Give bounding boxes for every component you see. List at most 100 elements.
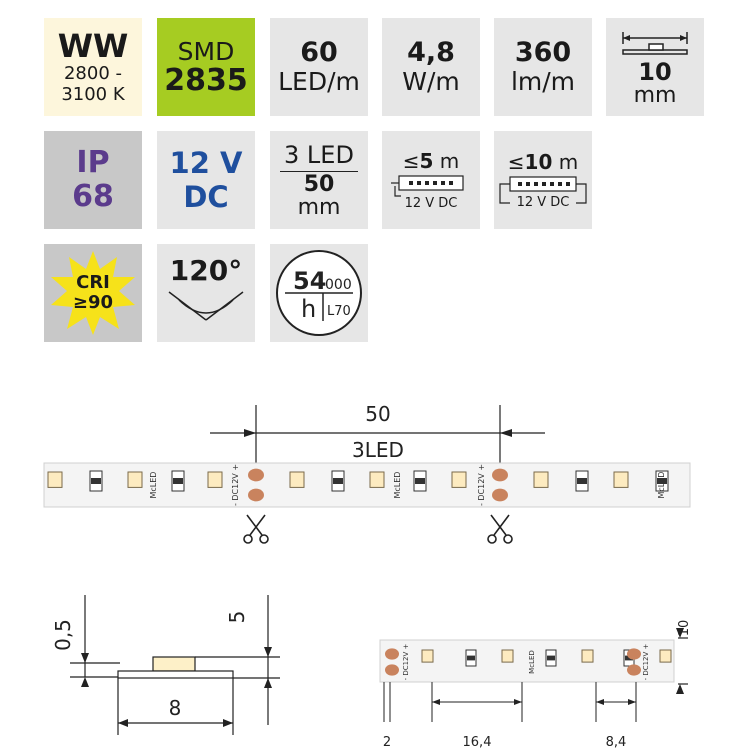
detail-pad-label-right: - DC12V +: [642, 643, 650, 680]
width-unit: mm: [633, 83, 677, 108]
led-density-value: 60: [300, 37, 338, 68]
smd-tile: SMD 2835: [157, 18, 255, 116]
strip-double-feed-icon: [499, 175, 587, 204]
lifetime-tag: L70: [327, 304, 351, 319]
strip-led-1: [127, 471, 143, 488]
strip-led-3: [289, 471, 305, 488]
strip-diagram: 50 3LED - DC12V + - DC12V + McLED McLED McLE…: [43, 402, 691, 544]
led-density-unit: LED/m: [278, 67, 360, 96]
detail-dim-pad: 2: [383, 735, 391, 750]
star-burst-icon: [51, 251, 135, 335]
scissors-icon-right: [487, 514, 513, 544]
power-value: 4,8: [407, 37, 455, 68]
strip-led-6: [533, 471, 549, 488]
strip-led-2: [207, 471, 223, 488]
strip-dim-leds: 3LED: [352, 438, 404, 462]
strip-led-4: [369, 471, 385, 488]
color-temp-tile: WW 2800 - 3100 K: [44, 18, 142, 116]
lumen-tile: 360 lm/m: [494, 18, 592, 116]
strip-led-0: [47, 471, 63, 488]
voltage-unit: DC: [183, 180, 229, 214]
beam-angle-value: 120°: [169, 254, 243, 287]
strip-resistor-0: [89, 470, 103, 492]
strip-chip-label-2: McLED: [657, 472, 666, 499]
width-value: 10: [638, 58, 672, 86]
strip-dim-length: 50: [365, 402, 390, 426]
smd-value: 2835: [164, 63, 248, 98]
cri-tile: CRI ≥90: [44, 244, 142, 342]
cut-leds: 3 LED: [284, 140, 354, 169]
strip-pad-top-0: [248, 468, 264, 482]
run-5m-unit: m: [439, 148, 460, 173]
color-temp-range-2: 3100 K: [61, 84, 125, 105]
cri-label: CRI: [76, 272, 110, 293]
detail-pad-top-1: [627, 648, 641, 660]
strip-resistor-4: [575, 470, 589, 492]
lifetime-value: 54: [293, 267, 326, 295]
power-tile: 4,8 W/m: [382, 18, 480, 116]
detail-chip-label: McLED: [528, 650, 536, 674]
run-10m-unit: m: [558, 149, 579, 174]
detail-led-3: [659, 649, 672, 663]
smd-label: SMD: [177, 37, 235, 66]
strip-pad-top-1: [492, 468, 508, 482]
strip-resistor-3: [413, 470, 427, 492]
color-temp-title: WW: [57, 27, 129, 65]
strip-chip-label-1: McLED: [393, 472, 402, 499]
strip-chip-label-0: McLED: [149, 472, 158, 499]
lifetime-suffix: 000: [325, 277, 352, 293]
lumen-unit: lm/m: [510, 67, 576, 96]
strip-led-5: [451, 471, 467, 488]
strip-resistor-5: [655, 470, 669, 492]
detail-dim-width: 10: [677, 620, 692, 637]
detail-resistor-0: [465, 649, 477, 667]
detail-dim-pitch: 16,4: [463, 735, 492, 750]
detail-dim-segment: 8,4: [606, 735, 627, 750]
profile-dim-width: 8: [169, 696, 182, 720]
cut-unit: mm: [297, 194, 341, 220]
strip-pad-label-left: - DC12V +: [231, 464, 240, 506]
cut-divider: [280, 170, 358, 172]
cut-length-tile: 3 LED 50 mm: [270, 131, 368, 229]
strip-feed-icon: [391, 174, 464, 197]
ip-value: 68: [72, 179, 114, 214]
cri-value: ≥90: [72, 292, 114, 313]
lifetime-badge: 54 000 h L70: [276, 250, 362, 336]
strip-pad-bottom-1: [492, 488, 508, 502]
detail-pad-bottom-0: [385, 664, 399, 676]
detail-resistor-1: [545, 649, 557, 667]
strip-pad-bottom-0: [248, 488, 264, 502]
detail-pad-bottom-1: [627, 664, 641, 676]
voltage-value: 12 V: [169, 146, 243, 180]
run-5m-tile: ≤5 m 12 V DC: [382, 131, 480, 229]
beam-angle-icon: [168, 291, 244, 321]
profile-dim-height-1: 0,5: [51, 619, 75, 651]
scissors-icon-left: [243, 514, 269, 544]
run-5m-prefix: ≤: [402, 148, 420, 173]
voltage-tile: 12 V DC: [157, 131, 255, 229]
profile-diagram: 0,5 5 8: [51, 595, 280, 735]
detail-led-2: [581, 649, 594, 663]
strip-pad-label-right: - DC12V +: [477, 464, 486, 506]
beam-angle-tile: 120°: [157, 244, 255, 342]
run-10m-tile: ≤10 m 12 V DC: [494, 131, 592, 229]
lumen-value: 360: [514, 37, 572, 68]
color-temp-range-1: 2800 -: [63, 63, 123, 84]
ip-rating-tile: IP 68: [44, 131, 142, 229]
detail-led-1: [501, 649, 514, 663]
run-5m-length: ≤5 m: [403, 150, 460, 172]
run-5m-voltage: 12 V DC: [404, 195, 458, 211]
strip-resistor-2: [331, 470, 345, 492]
led-density-tile: 60 LED/m: [270, 18, 368, 116]
detail-led-0: [421, 649, 434, 663]
detail-pad-top-0: [385, 648, 399, 660]
cut-length: 50: [303, 171, 335, 197]
strip-resistor-1: [171, 470, 185, 492]
run-10m-prefix: ≤: [507, 149, 525, 174]
strip-led-7: [613, 471, 629, 488]
lifetime-tile: 54 000 h L70: [270, 244, 368, 342]
ip-label: IP: [76, 145, 110, 180]
detail-pad-label-left: - DC12V +: [402, 643, 410, 680]
run-10m-value: 10: [524, 149, 553, 174]
run-10m-voltage: 12 V DC: [516, 194, 570, 210]
